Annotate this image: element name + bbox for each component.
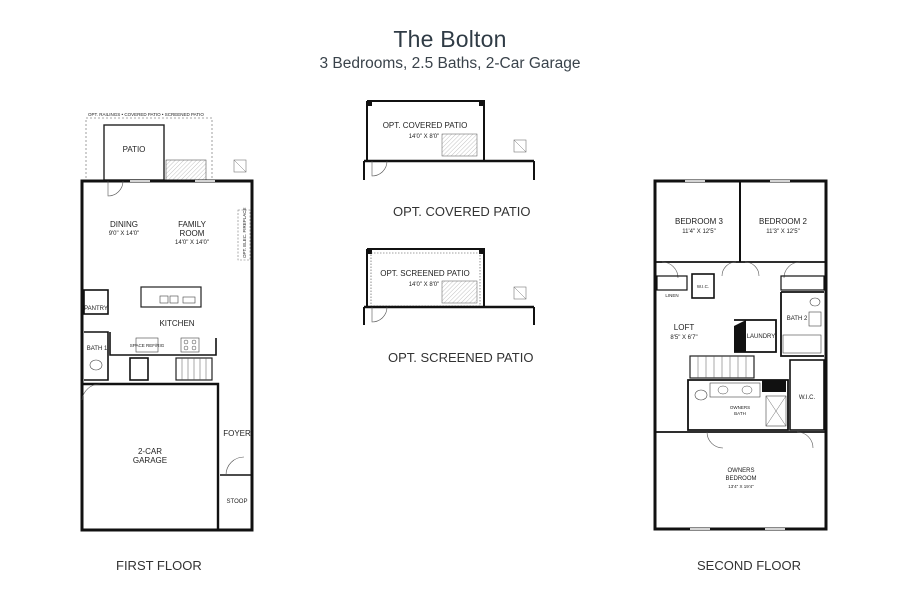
owners-bath-label-2: BATH	[734, 411, 746, 416]
owners-bath-walls	[687, 379, 789, 431]
optional-fireplace	[237, 209, 251, 261]
second-floor-plan: BEDROOM 3 11'4" X 12'5" BEDROOM 2 11'3" …	[653, 179, 828, 531]
patio-outline	[103, 124, 165, 181]
screened-patio-label: OPT. SCREENED PATIO	[380, 269, 470, 278]
bedroom-2-label: BEDROOM 2	[759, 217, 808, 226]
ac-unit	[513, 139, 527, 153]
laundry-chute	[734, 320, 746, 352]
garage-label-2: GARAGE	[133, 456, 167, 465]
dishwasher	[182, 296, 196, 304]
family-room-dimensions: 14'0" X 14'0"	[175, 240, 209, 246]
bedroom-2-dimensions: 11'3" X 12'5"	[766, 229, 799, 235]
first-floor-plan: OPT. RAILINGS • COVERED PATIO • SCREENED…	[80, 112, 254, 532]
toilet-icon	[809, 297, 821, 307]
toilet-icon	[694, 389, 708, 401]
covered-patio-plan: OPT. COVERED PATIO 14'0" X 8'0"	[363, 100, 535, 180]
front-door-swing	[225, 456, 245, 476]
owners-bath-label: OWNERS	[730, 405, 750, 410]
garage-door-swing	[81, 383, 101, 401]
bath-1-walls	[84, 331, 109, 381]
patio-door	[107, 180, 124, 197]
dining-label: DINING	[110, 220, 138, 229]
bathtub	[782, 334, 822, 354]
garage-walls	[82, 382, 220, 530]
owners-bedroom-label-2: BEDROOM	[725, 476, 756, 482]
sink-icon	[159, 295, 169, 304]
wic-small	[691, 273, 715, 299]
bedroom-3-dimensions: 11'4" X 12'5"	[682, 229, 715, 235]
family-room-label: FAMILY	[178, 220, 207, 229]
pantry-walls	[83, 289, 109, 315]
screened-patio-note-box	[441, 280, 478, 304]
screened-patio-dimensions: 14'0" X 8'0"	[409, 282, 440, 288]
ac-unit	[233, 159, 247, 173]
screened-patio-plan: OPT. SCREENED PATIO 14'0" X 8'0"	[363, 248, 535, 325]
foyer-label: FOYER	[223, 429, 251, 438]
covered-patio-note-box	[441, 133, 478, 157]
screened-patio-caption: OPT. SCREENED PATIO	[388, 350, 534, 365]
ac-unit	[513, 286, 527, 300]
closet	[129, 357, 149, 381]
double-vanity	[709, 382, 761, 398]
covered-patio-caption: OPT. COVERED PATIO	[393, 204, 531, 219]
laundry-label: LAUNDRY	[747, 334, 776, 340]
wic-label: W.I.C.	[697, 284, 709, 289]
second-floor-caption: SECOND FLOOR	[697, 558, 802, 573]
linen-label: LINEN	[665, 293, 678, 298]
loft-dimensions: 8'5" X 6'7"	[670, 335, 697, 341]
plan-title: The Bolton	[393, 26, 507, 52]
bath-2-label: BATH 2	[787, 316, 808, 322]
fridge-note: SPACE REF/RIG	[130, 343, 165, 348]
laundry-walls	[734, 319, 777, 353]
shower	[765, 395, 787, 427]
owners-wic-walls	[789, 359, 825, 431]
covered-patio-label: OPT. COVERED PATIO	[383, 121, 468, 130]
range-icon	[180, 337, 200, 353]
covered-patio-dimensions: 14'0" X 8'0"	[409, 134, 440, 140]
toilet-icon	[89, 359, 103, 371]
refrigerator-space	[135, 337, 159, 353]
kitchen-label: KITCHEN	[159, 319, 194, 328]
plan-subtitle: 3 Bedrooms, 2.5 Baths, 2-Car Garage	[319, 55, 581, 72]
patio-label: PATIO	[123, 145, 146, 154]
owners-bedroom-dimensions: 13'4" X 19'4"	[728, 484, 754, 489]
owners-wic-label: W.I.C.	[799, 395, 816, 401]
optional-gas-fireplace-note	[165, 159, 207, 181]
optional-patio-outline	[85, 117, 213, 181]
sink-icon-2	[169, 295, 179, 304]
kitchen-island	[140, 286, 202, 308]
kitchen-counter	[109, 332, 217, 356]
loft-label: LOFT	[674, 323, 695, 332]
pantry-label: PANTRY	[84, 306, 108, 312]
fireplace-note: OPT. ELEC. FIREPLACE	[242, 207, 247, 258]
bath-1-label: BATH 1	[87, 346, 108, 352]
owners-bedroom-label: OWNERS	[728, 468, 755, 474]
first-floor-caption: FIRST FLOOR	[116, 558, 202, 573]
bedroom-3-closet	[656, 275, 688, 291]
bedroom-2-closet	[780, 275, 825, 291]
family-room-label-2: ROOM	[180, 229, 205, 238]
stoop-label: STOOP	[227, 499, 248, 505]
sink-icon	[808, 311, 822, 327]
patio-options-note: OPT. RAILINGS • COVERED PATIO • SCREENED…	[88, 112, 204, 117]
dining-dimensions: 9'0" X 14'0"	[109, 231, 140, 237]
garage-label: 2-CAR	[138, 447, 162, 456]
bedroom-3-label: BEDROOM 3	[675, 217, 724, 226]
bath-2-walls	[780, 291, 824, 357]
